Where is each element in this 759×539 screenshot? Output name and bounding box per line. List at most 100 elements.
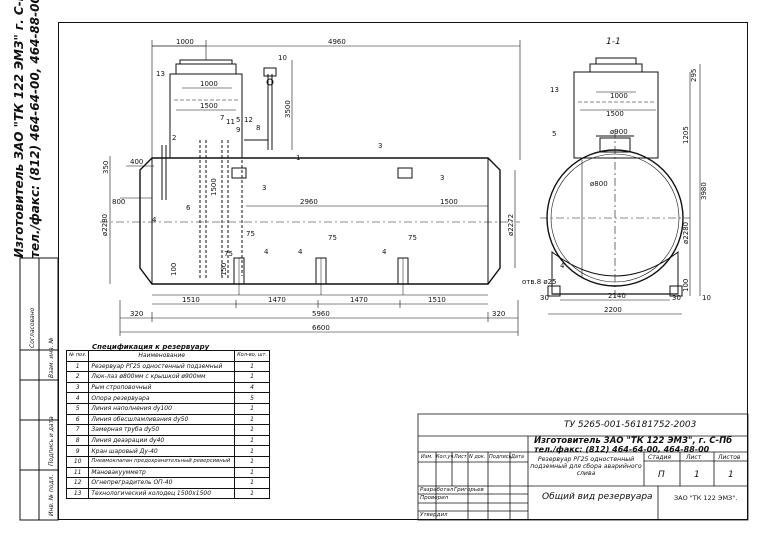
dim-1510: 1510: [182, 296, 200, 304]
side-dim-2140: 2140: [608, 292, 626, 300]
section-label: 1-1: [606, 37, 621, 47]
dim-1500: 1500: [200, 102, 218, 110]
stamp-col-list: Лист: [454, 454, 467, 460]
dim-1000b: 1000: [200, 80, 218, 88]
stamp-sheets: 1: [728, 470, 734, 480]
stamp-maker: Изготовитель ЗАО "ТК 122 ЭМЗ", г. С-Пб: [534, 436, 733, 446]
callout-8: 8: [256, 124, 260, 132]
callout-9: 9: [236, 126, 240, 134]
dim-1000: 1000: [176, 38, 194, 46]
stamp-col-izm: Изм.: [421, 454, 433, 460]
spec-header-num: № поз.: [65, 350, 90, 362]
strip-inv-zam: Взам. инв. №: [48, 337, 55, 378]
dim-3500: 3500: [284, 100, 292, 118]
dim-150: 150: [220, 263, 228, 276]
dim-1500v: 1500: [210, 178, 218, 196]
stamp-company: ЗАО "ТК 122 ЭМЗ".: [674, 494, 738, 502]
callout-12: 12: [244, 116, 253, 124]
spec-header-row: № поз. Наименование Кол-во, шт.: [65, 350, 270, 362]
stamp-col-ndok: N док.: [469, 454, 486, 460]
spec-header-qty: Кол-во, шт.: [234, 350, 270, 362]
tank-front-view: [100, 59, 520, 296]
callout-3a: 3: [378, 142, 382, 150]
stamp-col-koluch: Кол.уч.: [436, 454, 455, 460]
dim-75a: 75: [246, 230, 255, 238]
callout-4d: 4: [152, 216, 157, 224]
callout-4-side: 4: [560, 262, 565, 270]
spec-title: Спецификация к резервуару: [92, 343, 210, 351]
stamp-sheet-h: Лист: [686, 454, 702, 461]
dim-1510b: 1510: [428, 296, 446, 304]
dim-75b: 75: [328, 234, 337, 242]
side-dim-100: 100: [682, 279, 690, 292]
callout-11: 11: [226, 118, 235, 126]
stamp-phone: тел./факс: (812) 464-64-00, 464-88-00: [534, 445, 710, 454]
stamp-checked: Проверил: [420, 495, 449, 501]
dim-d2280: ø2280: [101, 214, 109, 236]
stamp-sheets-h: Листов: [718, 454, 741, 461]
side-dim-3980: 3980: [700, 182, 708, 200]
side-dim-2280: ø2280: [682, 222, 690, 244]
callout-13: 13: [156, 70, 165, 78]
stamp-sheet: 1: [694, 470, 700, 480]
dim-1500r: 1500: [440, 198, 458, 206]
stamp-col-data: Дата: [511, 454, 524, 460]
callout-5a: 5: [236, 116, 240, 124]
dim-800: 800: [112, 198, 125, 206]
callout-7: 7: [220, 114, 224, 122]
side-dim-1500: 1500: [606, 110, 624, 118]
dim-75c: 75: [408, 234, 417, 242]
callout-4b: 4: [298, 248, 303, 256]
side-dim-30b: 30: [672, 294, 681, 302]
strip-agreed: Согласовано: [29, 307, 36, 348]
callout-1: 1: [296, 154, 300, 162]
dim-d2272: ø2272: [507, 214, 515, 236]
dim-4960: 4960: [328, 38, 346, 46]
side-dim-2200: 2200: [604, 306, 622, 314]
dim-320b: 320: [492, 310, 505, 318]
side-dim-800: ø800: [590, 180, 608, 188]
stamp-stage-h: Стадия: [648, 454, 672, 461]
spec-header-name: Наименование: [88, 350, 236, 362]
callout-3c: 3: [440, 174, 444, 182]
callout-13-side: 13: [550, 86, 559, 94]
dim-holes: отв.8 ø25: [522, 278, 557, 286]
strip-inv-orig: Инв. № подл.: [48, 475, 55, 516]
callout-2: 2: [172, 134, 176, 142]
side-dim-1205: 1205: [682, 126, 690, 144]
callout-3b: 3: [262, 184, 266, 192]
dim-1470b: 1470: [350, 296, 368, 304]
stamp-approved: Утвердил: [420, 512, 448, 518]
side-dim-900: ø900: [610, 128, 628, 136]
dim-75d: 75: [224, 250, 233, 258]
dim-1470a: 1470: [268, 296, 286, 304]
stamp-product: Резервуар РГ25 одностенный подземный для…: [530, 456, 642, 477]
dim-5960: 5960: [312, 310, 330, 318]
callout-4c: 4: [382, 248, 387, 256]
dim-2960: 2960: [300, 198, 318, 206]
side-dim-30a: 30: [540, 294, 549, 302]
dim-6600: 6600: [312, 324, 330, 332]
dim-350: 350: [102, 161, 110, 174]
strip-sign-date: Подпись и дата: [48, 416, 55, 466]
callout-6: 6: [186, 204, 191, 212]
stamp-col-podpis: Подпись: [489, 454, 512, 460]
title-block: ТУ 5265-001-56181752-2003 Изготовитель З…: [418, 414, 748, 520]
side-dim-295: 295: [690, 69, 698, 82]
stamp-developer: Григорьев: [454, 487, 484, 493]
dim-400: 400: [130, 158, 143, 166]
stamp-stage: П: [658, 470, 665, 480]
